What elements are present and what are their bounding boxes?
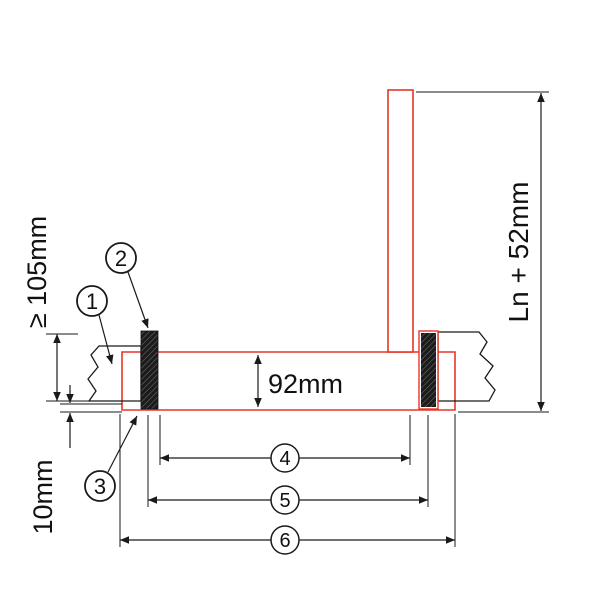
dim-ref-6-circle bbox=[270, 525, 300, 555]
left-wall-hatch bbox=[87, 345, 142, 402]
dimension-ref-4: 4 bbox=[159, 415, 411, 473]
callout-3: 3 bbox=[84, 415, 138, 502]
dimension-profile-92: 92mm bbox=[254, 355, 343, 407]
left-seal-strip bbox=[140, 330, 159, 410]
callout-1: 1 bbox=[76, 285, 114, 365]
dim-min-105-label: ≥ 105mm bbox=[22, 216, 52, 328]
callout-1-circle bbox=[76, 285, 108, 317]
seal-strips bbox=[140, 330, 439, 410]
dimension-ref-6: 6 bbox=[119, 414, 456, 555]
dimension-ref-5: 5 bbox=[147, 415, 429, 515]
dim-recess-label: 10mm bbox=[28, 459, 58, 534]
dim-ref-5-label: 5 bbox=[279, 490, 290, 512]
door-leaf-outline bbox=[387, 89, 414, 353]
callout-1-arrow bbox=[98, 314, 114, 365]
right-seal-strip bbox=[421, 333, 436, 407]
dimension-recess-10: 10mm bbox=[28, 385, 122, 535]
dim-profile-label: 92mm bbox=[268, 369, 343, 399]
callout-1-label: 1 bbox=[86, 289, 98, 314]
dim-leaf-label: Ln + 52mm bbox=[503, 182, 534, 323]
callout-3-circle bbox=[84, 470, 116, 502]
callout-3-arrow bbox=[107, 415, 138, 473]
dim-ref-4-circle bbox=[270, 443, 300, 473]
red-profiles bbox=[121, 89, 456, 411]
callout-3-label: 3 bbox=[94, 474, 106, 499]
dim-ref-4-label: 4 bbox=[279, 448, 290, 470]
dim-ref-5-circle bbox=[270, 485, 300, 515]
callout-2-label: 2 bbox=[115, 246, 127, 271]
callout-2-circle bbox=[105, 242, 137, 274]
right-wall-hatch bbox=[437, 331, 496, 402]
wall-sections bbox=[87, 331, 496, 402]
dimension-leaf-height: Ln + 52mm bbox=[416, 91, 549, 413]
callout-2-arrow bbox=[127, 271, 149, 329]
dim-ref-6-label: 6 bbox=[279, 530, 290, 552]
callout-2: 2 bbox=[105, 242, 149, 329]
